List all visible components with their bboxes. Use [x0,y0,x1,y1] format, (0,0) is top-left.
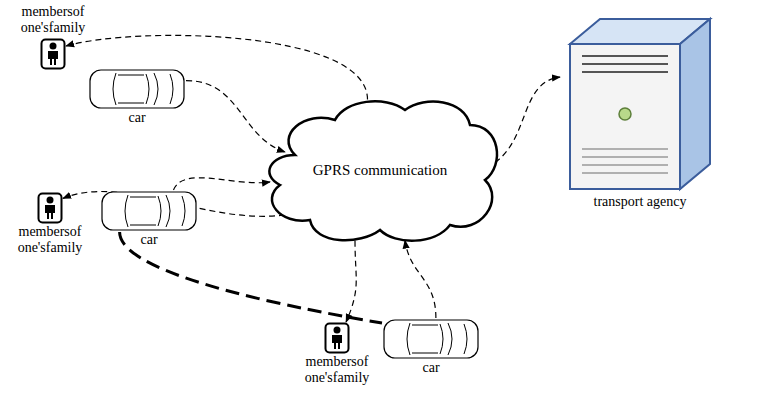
person-label: membersof one'sfamily [10,4,96,36]
dashed-arrow [186,81,285,152]
dashed-arrow [495,77,560,163]
person-node: membersof one'sfamily [8,4,98,70]
person-node: membersof one'sfamily [292,322,382,386]
car-icon [88,68,186,110]
server-icon [560,14,720,194]
server-node: transport agency [560,14,720,210]
cloud-label: GPRS communication [313,162,448,178]
person-icon [40,38,66,70]
car-label: car [422,360,439,376]
car-node: car [88,68,186,126]
server-label: transport agency [594,194,687,210]
car-node: car [100,190,198,248]
person-node: membersof one'sfamily [5,192,95,256]
dashed-arrow [174,178,271,190]
car-node: car [382,318,480,376]
car-label: car [128,110,145,126]
person-label: membersof one'sfamily [7,224,93,256]
person-icon [37,192,63,224]
dashed-arrow [346,241,356,323]
person-label: membersof one'sfamily [294,354,380,386]
car-label: car [140,232,157,248]
car-icon [382,318,480,360]
thick-dashed-link [120,232,382,323]
dashed-arrow [405,241,436,319]
car-icon [100,190,198,232]
cloud-node: GPRS communication [255,95,505,245]
person-icon [324,322,350,354]
